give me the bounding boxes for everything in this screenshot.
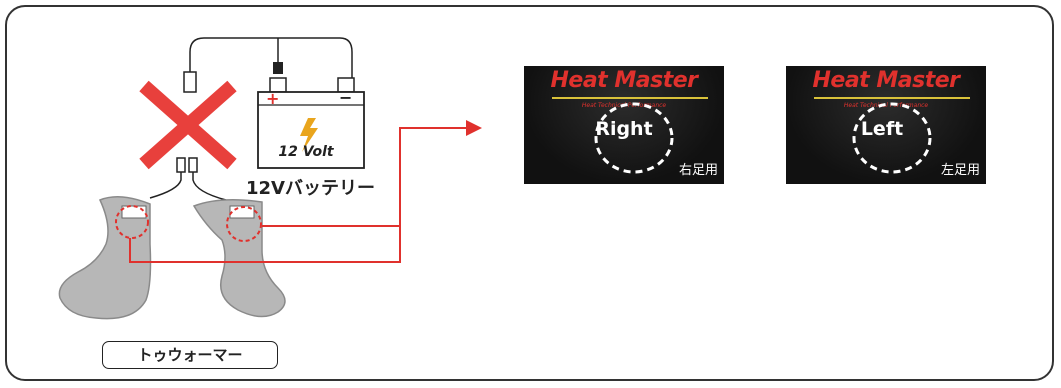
right-sock-icon xyxy=(192,199,286,318)
power-plug-icon xyxy=(183,71,197,93)
connector-right-icon xyxy=(188,157,198,173)
left-sock-icon xyxy=(58,196,152,320)
diagram-frame xyxy=(5,5,1054,381)
brand-underline xyxy=(814,97,970,99)
positive-clip xyxy=(273,62,283,74)
brand-logo: Heat Master xyxy=(812,68,960,93)
side-label: Right xyxy=(595,118,653,140)
battery-name: 12Vバッテリー xyxy=(246,178,375,199)
lightning-icon xyxy=(300,118,318,152)
connector-left-icon xyxy=(176,157,186,173)
brand-logo: Heat Master xyxy=(550,68,698,93)
battery-plus-sign: + xyxy=(266,89,279,108)
side-label: Left xyxy=(860,118,904,140)
arrow-head-icon xyxy=(466,120,482,136)
battery-minus-sign: − xyxy=(339,88,352,107)
highlight-circle xyxy=(594,102,674,174)
battery-voltage: 12 Volt xyxy=(278,144,334,160)
label-photo-right: Heat Master Heat Technical Performance R… xyxy=(524,66,724,184)
no-connection-cross-icon xyxy=(139,80,237,170)
battery-icon xyxy=(257,77,365,169)
highlight-circle xyxy=(852,102,932,174)
side-label-jp: 右足用 xyxy=(678,163,718,178)
label-leader-lines xyxy=(129,127,466,263)
battery-wire-negative xyxy=(189,37,353,80)
label-photo-left: Heat Master Heat Technical Performance L… xyxy=(786,66,986,184)
side-label-jp: 左足用 xyxy=(940,163,980,178)
brand-underline xyxy=(552,97,708,99)
brand-tagline: Heat Technical Performance xyxy=(843,102,929,109)
product-caption: トゥウォーマー xyxy=(102,341,278,369)
